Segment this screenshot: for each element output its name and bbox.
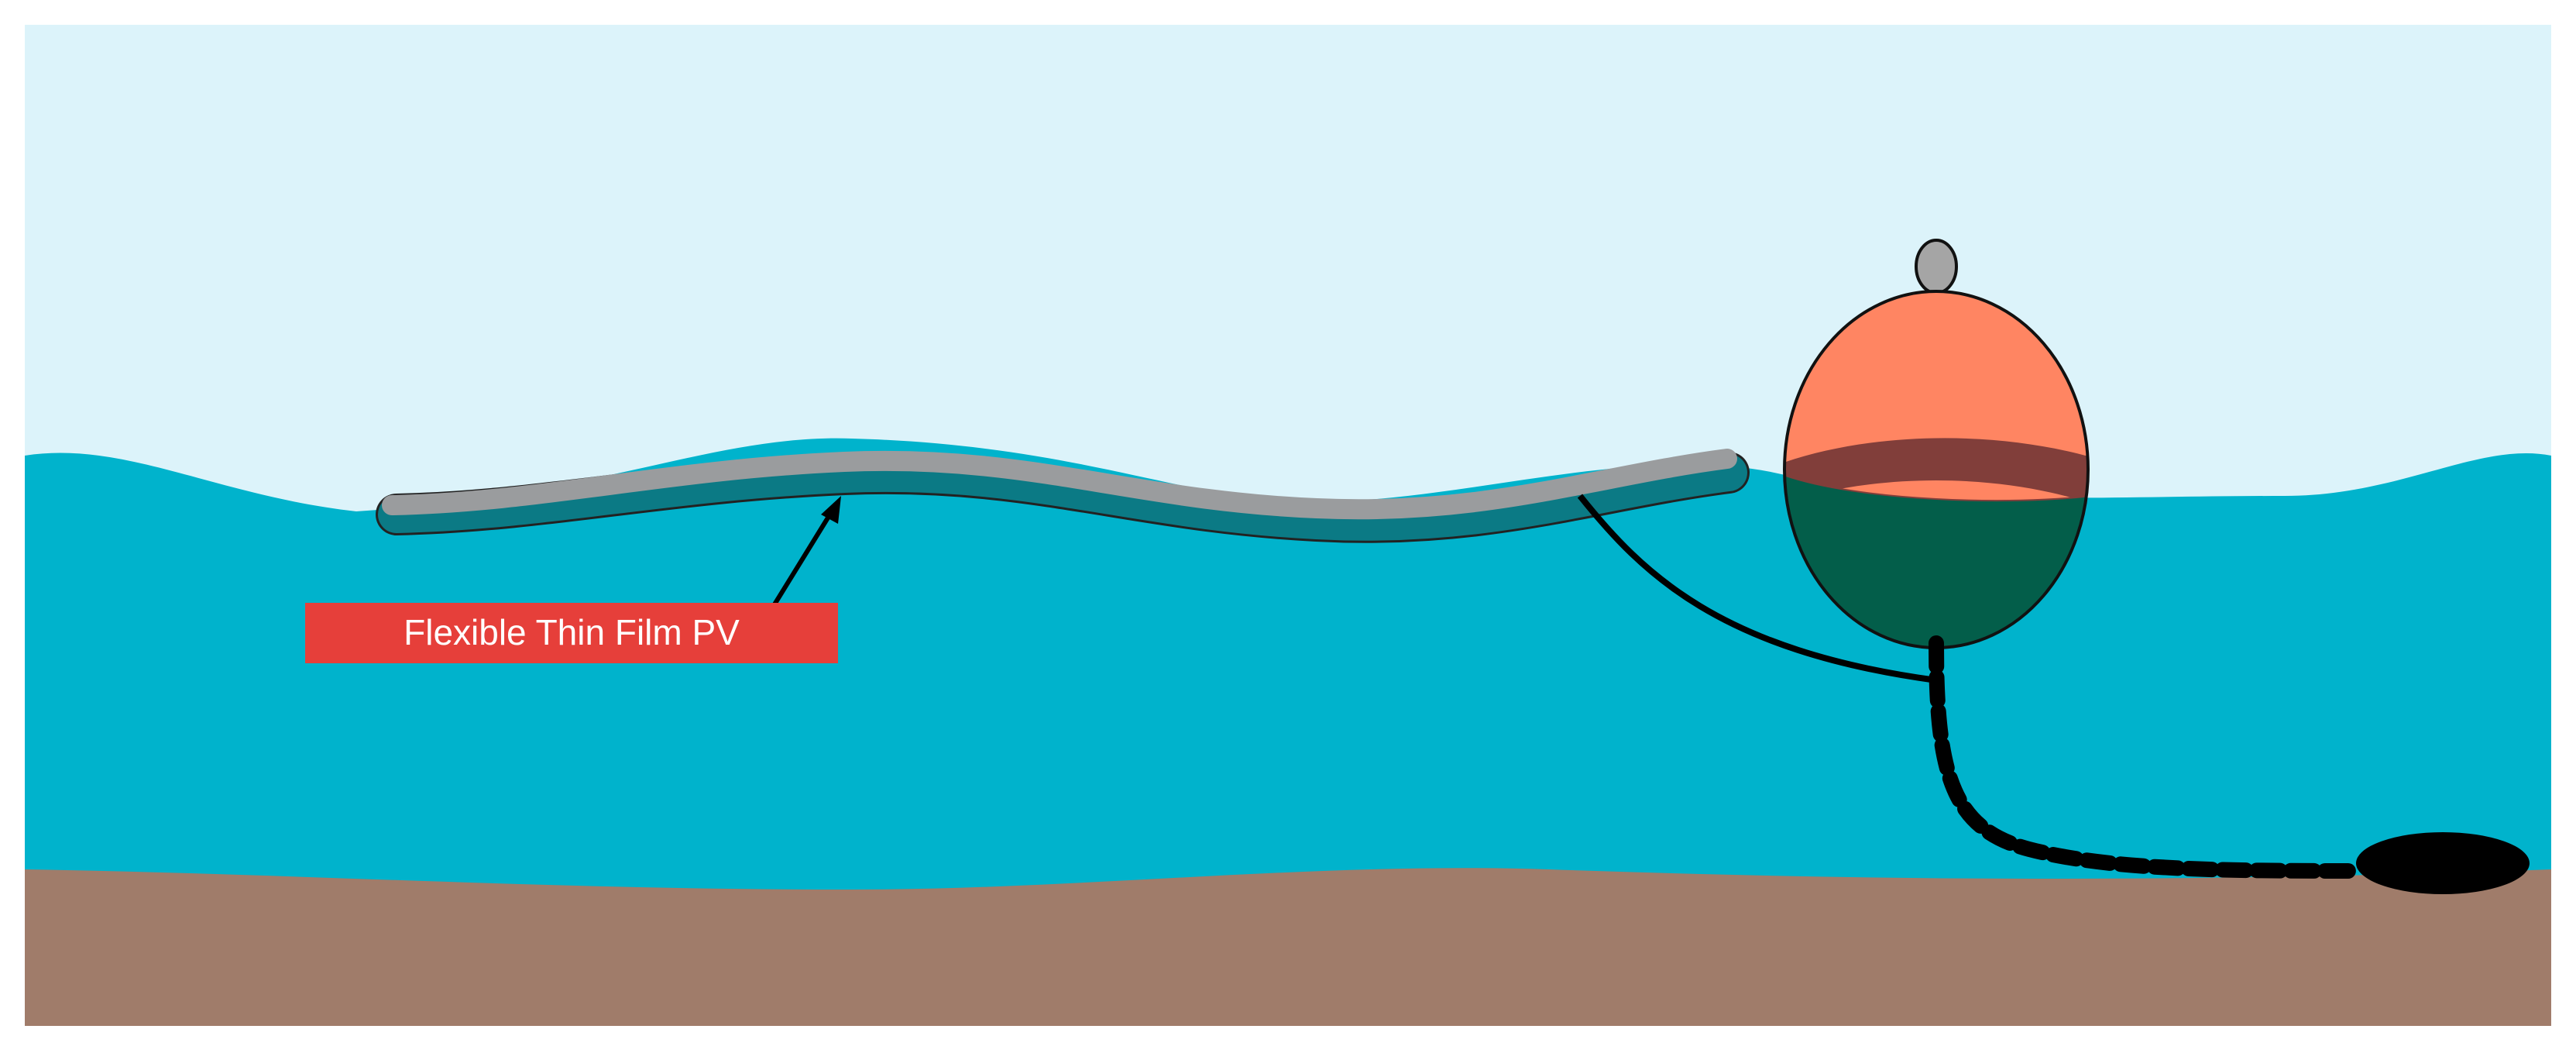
seabed bbox=[25, 868, 2551, 1026]
arrow-head-icon bbox=[821, 496, 841, 524]
anchor-chain bbox=[1929, 635, 2359, 879]
buoy-band bbox=[1784, 438, 2088, 504]
pv-panel-teal-fill bbox=[378, 454, 1747, 541]
pv-label-text: Flexible Thin Film PV bbox=[404, 612, 740, 652]
pv-label-box bbox=[305, 603, 838, 663]
label-pointer-arrow bbox=[772, 510, 834, 606]
pv-mooring-line bbox=[1577, 494, 1937, 683]
buoy-cap bbox=[1915, 239, 1958, 294]
seabed-anchor bbox=[2356, 832, 2530, 894]
buoy bbox=[1784, 291, 2088, 648]
pv-panel-top-layer bbox=[382, 449, 1737, 520]
buoy-submerged-part bbox=[1784, 474, 2088, 648]
